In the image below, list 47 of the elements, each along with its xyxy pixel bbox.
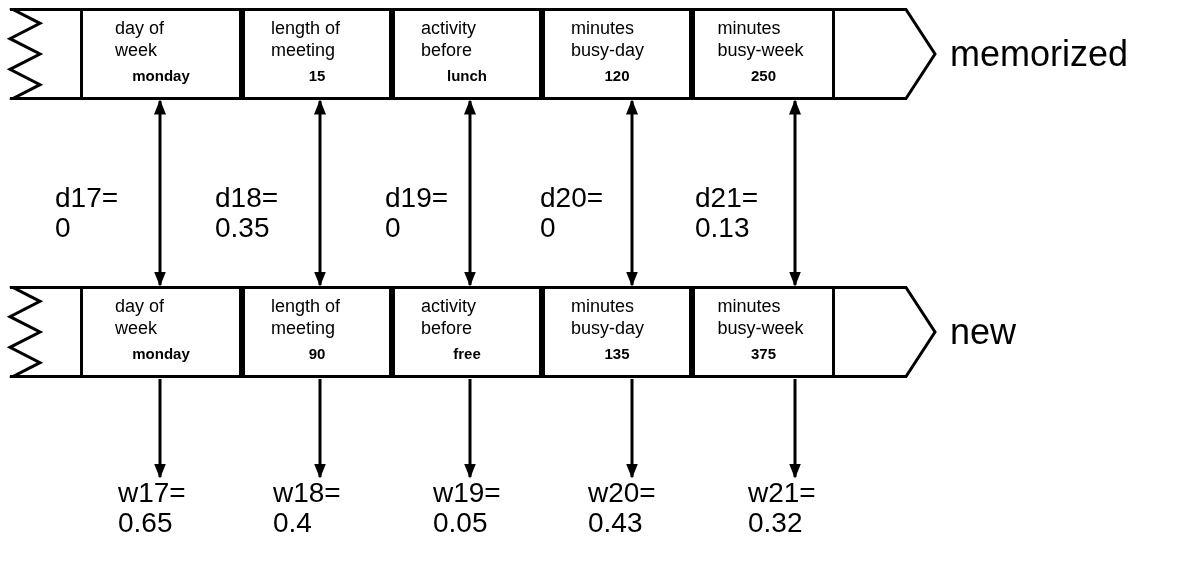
field-name: activity before — [421, 17, 477, 61]
field-value: 375 — [751, 345, 776, 363]
arrow — [626, 379, 638, 479]
arrow — [314, 99, 326, 287]
field-cell — [80, 8, 242, 100]
arrow — [789, 99, 801, 287]
field-name: activity before — [421, 295, 477, 339]
field-name: minutes busy-day — [571, 17, 646, 61]
field-value: 90 — [308, 345, 326, 363]
field-cell — [392, 286, 542, 378]
field-cell — [692, 8, 835, 100]
field-name: minutes busy-day — [571, 295, 646, 339]
field-cell — [242, 8, 392, 100]
arrow — [464, 99, 476, 287]
row-title: memorized — [950, 36, 1129, 72]
field-cell — [392, 8, 542, 100]
weight-label: w18= 0.4 — [273, 478, 363, 538]
field-cell — [242, 286, 392, 378]
field-cell — [80, 286, 242, 378]
field-value: lunch — [447, 67, 487, 85]
field-value: 15 — [308, 67, 326, 85]
arrow — [789, 379, 801, 479]
field-cell — [542, 286, 692, 378]
field-value: monday — [132, 67, 190, 85]
arrow — [154, 99, 166, 287]
field-name: length of meeting — [271, 295, 342, 339]
field-cell — [692, 286, 835, 378]
arrow — [626, 99, 638, 287]
field-cell — [542, 8, 692, 100]
field-name: day of week — [115, 295, 166, 339]
field-name: length of meeting — [271, 17, 342, 61]
field-value: 250 — [751, 67, 776, 85]
arrow — [154, 379, 166, 479]
field-value: monday — [132, 345, 190, 363]
field-name: minutes busy-week — [717, 295, 805, 339]
arrow — [314, 379, 326, 479]
field-name: day of week — [115, 17, 166, 61]
weight-label: w19= 0.05 — [433, 478, 523, 538]
arrow — [464, 379, 476, 479]
field-value: 135 — [604, 345, 630, 363]
weight-label: w21= 0.32 — [748, 478, 838, 538]
weight-label: w17= 0.65 — [118, 478, 208, 538]
field-name: minutes busy-week — [717, 17, 805, 61]
row-title: new — [950, 314, 1017, 350]
field-value: 120 — [604, 67, 630, 85]
weight-label: w20= 0.43 — [588, 478, 678, 538]
field-value: free — [453, 345, 481, 363]
